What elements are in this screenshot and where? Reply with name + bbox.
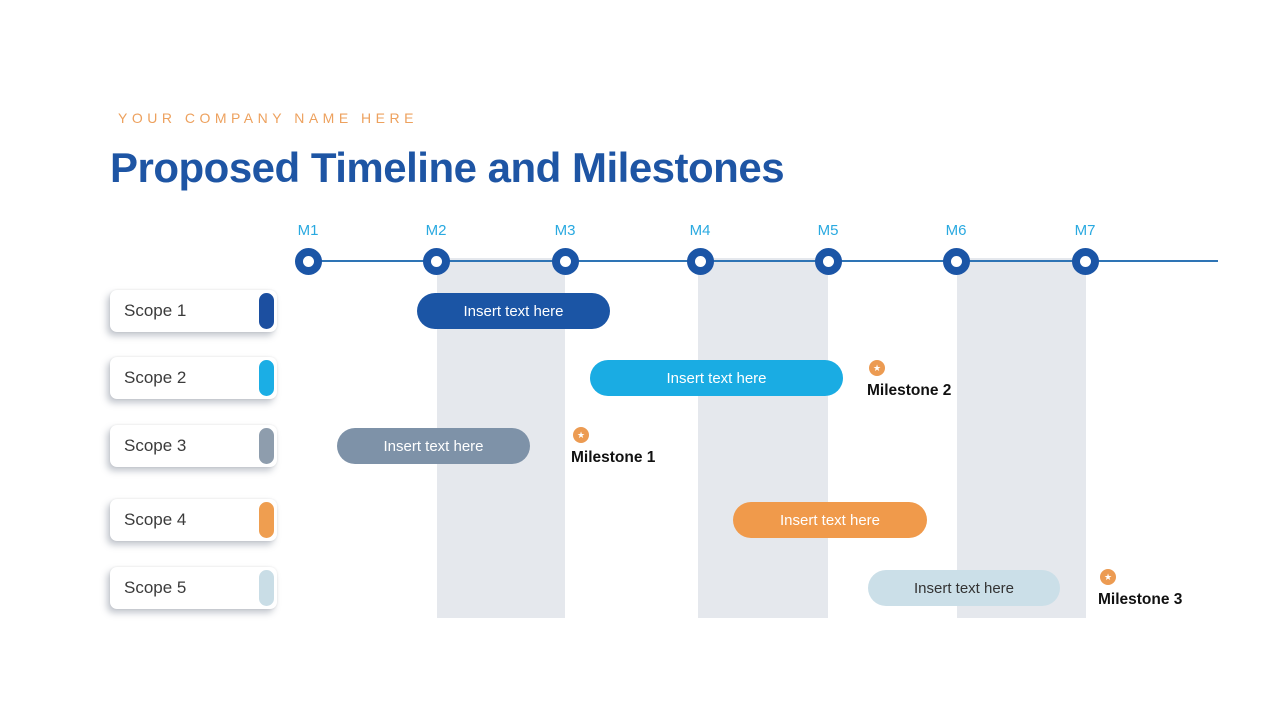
- marker-label: M2: [425, 222, 447, 239]
- marker-dot-icon: [422, 248, 450, 275]
- scope-accent-pill: [259, 502, 274, 538]
- timeline-band: [957, 258, 1086, 618]
- scope-card-2[interactable]: Scope 2: [110, 357, 277, 399]
- marker-label: M6: [945, 222, 967, 239]
- timeline-bar-scope2[interactable]: Insert text here: [590, 360, 843, 396]
- scope-accent-pill: [259, 570, 274, 606]
- milestone-1[interactable]: ★ Milestone 1: [571, 427, 655, 467]
- milestone-label: Milestone 3: [1098, 591, 1183, 608]
- scope-label: Scope 1: [124, 301, 187, 320]
- page-title: Proposed Timeline and Milestones: [110, 144, 785, 191]
- bar-placeholder-text: Insert text here: [779, 511, 881, 529]
- marker-dot-icon: [942, 248, 970, 275]
- scope-accent-pill: [259, 428, 274, 464]
- marker-dot-icon: [686, 248, 714, 275]
- milestone-label: Milestone 1: [571, 449, 656, 466]
- timeline-bar-scope3[interactable]: Insert text here: [337, 428, 530, 464]
- timeline-marker-m1: M1: [278, 222, 338, 275]
- star-icon: ★: [869, 360, 885, 376]
- star-icon: ★: [573, 427, 589, 443]
- bar-placeholder-text: Insert text here: [383, 437, 484, 455]
- scope-label: Scope 3: [124, 436, 187, 455]
- timeline-marker-m4: M4: [670, 222, 730, 275]
- company-name: YOUR COMPANY NAME HERE: [118, 110, 418, 126]
- timeline-marker-m3: M3: [535, 222, 595, 275]
- marker-label: M1: [297, 222, 319, 239]
- scope-accent-pill: [259, 360, 274, 396]
- bar-placeholder-text: Insert text here: [913, 579, 1015, 597]
- timeline-bar-scope1[interactable]: Insert text here: [417, 293, 610, 329]
- milestone-3[interactable]: ★ Milestone 3: [1098, 569, 1182, 609]
- scope-label: Scope 2: [124, 368, 187, 387]
- star-icon: ★: [1100, 569, 1116, 585]
- scope-label: Scope 4: [124, 510, 187, 529]
- marker-label: M7: [1074, 222, 1096, 239]
- timeline-marker-m6: M6: [926, 222, 986, 275]
- scope-card-3[interactable]: Scope 3: [110, 425, 277, 467]
- marker-dot-icon: [814, 248, 842, 275]
- timeline-marker-m2: M2: [406, 222, 466, 275]
- timeline-bar-scope5[interactable]: Insert text here: [868, 570, 1060, 606]
- timeline-marker-m7: M7: [1055, 222, 1115, 275]
- timeline-axis-line: [308, 260, 1218, 262]
- marker-dot-icon: [551, 248, 579, 275]
- scope-label: Scope 5: [124, 578, 187, 597]
- timeline-marker-m5: M5: [798, 222, 858, 275]
- marker-label: M3: [554, 222, 576, 239]
- scope-card-1[interactable]: Scope 1: [110, 290, 277, 332]
- marker-dot-icon: [294, 248, 322, 275]
- scope-card-4[interactable]: Scope 4: [110, 499, 277, 541]
- timeline-bar-scope4[interactable]: Insert text here: [733, 502, 927, 538]
- scope-card-5[interactable]: Scope 5: [110, 567, 277, 609]
- marker-dot-icon: [1071, 248, 1099, 275]
- milestone-2[interactable]: ★ Milestone 2: [867, 360, 951, 400]
- timeline-band: [698, 258, 828, 618]
- milestone-label: Milestone 2: [867, 382, 952, 399]
- marker-label: M4: [689, 222, 711, 239]
- bar-placeholder-text: Insert text here: [463, 302, 564, 320]
- scope-accent-pill: [259, 293, 274, 329]
- bar-placeholder-text: Insert text here: [666, 369, 767, 387]
- marker-label: M5: [817, 222, 839, 239]
